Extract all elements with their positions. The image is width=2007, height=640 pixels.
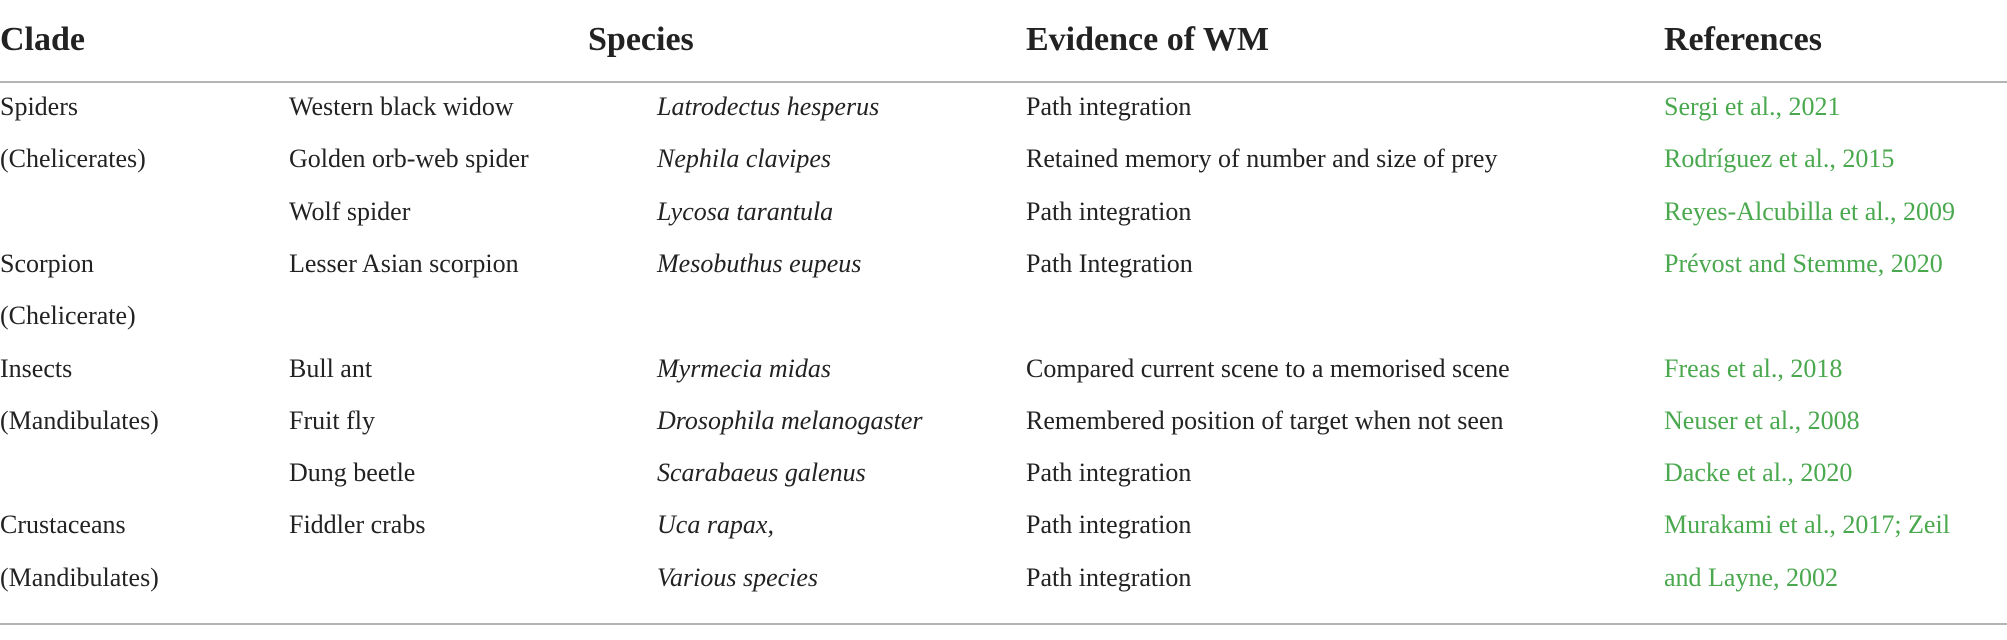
reference-link[interactable]: and Layne, 2002 — [1664, 563, 1839, 592]
latin-name-cell: Myrmecia midas — [657, 354, 832, 383]
common-name-cell: Wolf spider — [289, 197, 411, 226]
common-name-cell: Lesser Asian scorpion — [289, 249, 519, 278]
clade-cell: (Mandibulates) — [0, 563, 159, 592]
clade-cell: (Chelicerates) — [0, 144, 146, 173]
evidence-cell: Remembered position of target when not s… — [1026, 406, 1504, 435]
clade-cell: Spiders — [0, 92, 78, 121]
clade-cell: Crustaceans — [0, 510, 126, 539]
latin-name-cell: Mesobuthus eupeus — [657, 249, 862, 278]
evidence-cell: Path integration — [1026, 563, 1192, 592]
reference-link[interactable]: Reyes-Alcubilla et al., 2009 — [1664, 197, 1955, 226]
common-name-cell: Fruit fly — [289, 406, 375, 435]
clade-cell: Insects — [0, 354, 73, 383]
reference-link[interactable]: Murakami et al., 2017; Zeil — [1664, 510, 1950, 539]
evidence-cell: Retained memory of number and size of pr… — [1026, 144, 1498, 173]
latin-name-cell: Nephila clavipes — [657, 144, 832, 173]
header-species: Species — [588, 21, 694, 58]
latin-name-cell: Latrodectus hesperus — [657, 92, 880, 121]
latin-name-cell: Uca rapax, — [657, 510, 774, 539]
common-name-cell: Golden orb-web spider — [289, 144, 529, 173]
evidence-cell: Path integration — [1026, 92, 1192, 121]
evidence-cell: Path integration — [1026, 510, 1192, 539]
reference-link[interactable]: Freas et al., 2018 — [1664, 354, 1843, 383]
evidence-cell: Compared current scene to a memorised sc… — [1026, 354, 1510, 383]
latin-name-cell: Scarabaeus galenus — [657, 458, 866, 487]
latin-name-cell: Various species — [657, 563, 819, 592]
clade-cell: (Mandibulates) — [0, 406, 159, 435]
header-rule — [0, 81, 2007, 83]
clade-cell: (Chelicerate) — [0, 301, 136, 330]
common-name-cell: Fiddler crabs — [289, 510, 426, 539]
evidence-cell: Path integration — [1026, 197, 1192, 226]
common-name-cell: Western black widow — [289, 92, 514, 121]
header-evidence: Evidence of WM — [1026, 21, 1270, 58]
header-clade: Clade — [0, 21, 85, 58]
reference-link[interactable]: Neuser et al., 2008 — [1664, 406, 1860, 435]
reference-link[interactable]: Prévost and Stemme, 2020 — [1664, 249, 1943, 278]
clade-cell: Scorpion — [0, 249, 94, 278]
reference-link[interactable]: Dacke et al., 2020 — [1664, 458, 1853, 487]
evidence-cell: Path Integration — [1026, 249, 1193, 278]
latin-name-cell: Lycosa tarantula — [657, 197, 834, 226]
reference-link[interactable]: Sergi et al., 2021 — [1664, 92, 1841, 121]
common-name-cell: Bull ant — [289, 354, 373, 383]
evidence-cell: Path integration — [1026, 458, 1192, 487]
common-name-cell: Dung beetle — [289, 458, 416, 487]
latin-name-cell: Drosophila melanogaster — [657, 406, 923, 435]
reference-link[interactable]: Rodríguez et al., 2015 — [1664, 144, 1895, 173]
header-references: References — [1664, 21, 1822, 58]
bottom-rule — [0, 623, 2007, 625]
